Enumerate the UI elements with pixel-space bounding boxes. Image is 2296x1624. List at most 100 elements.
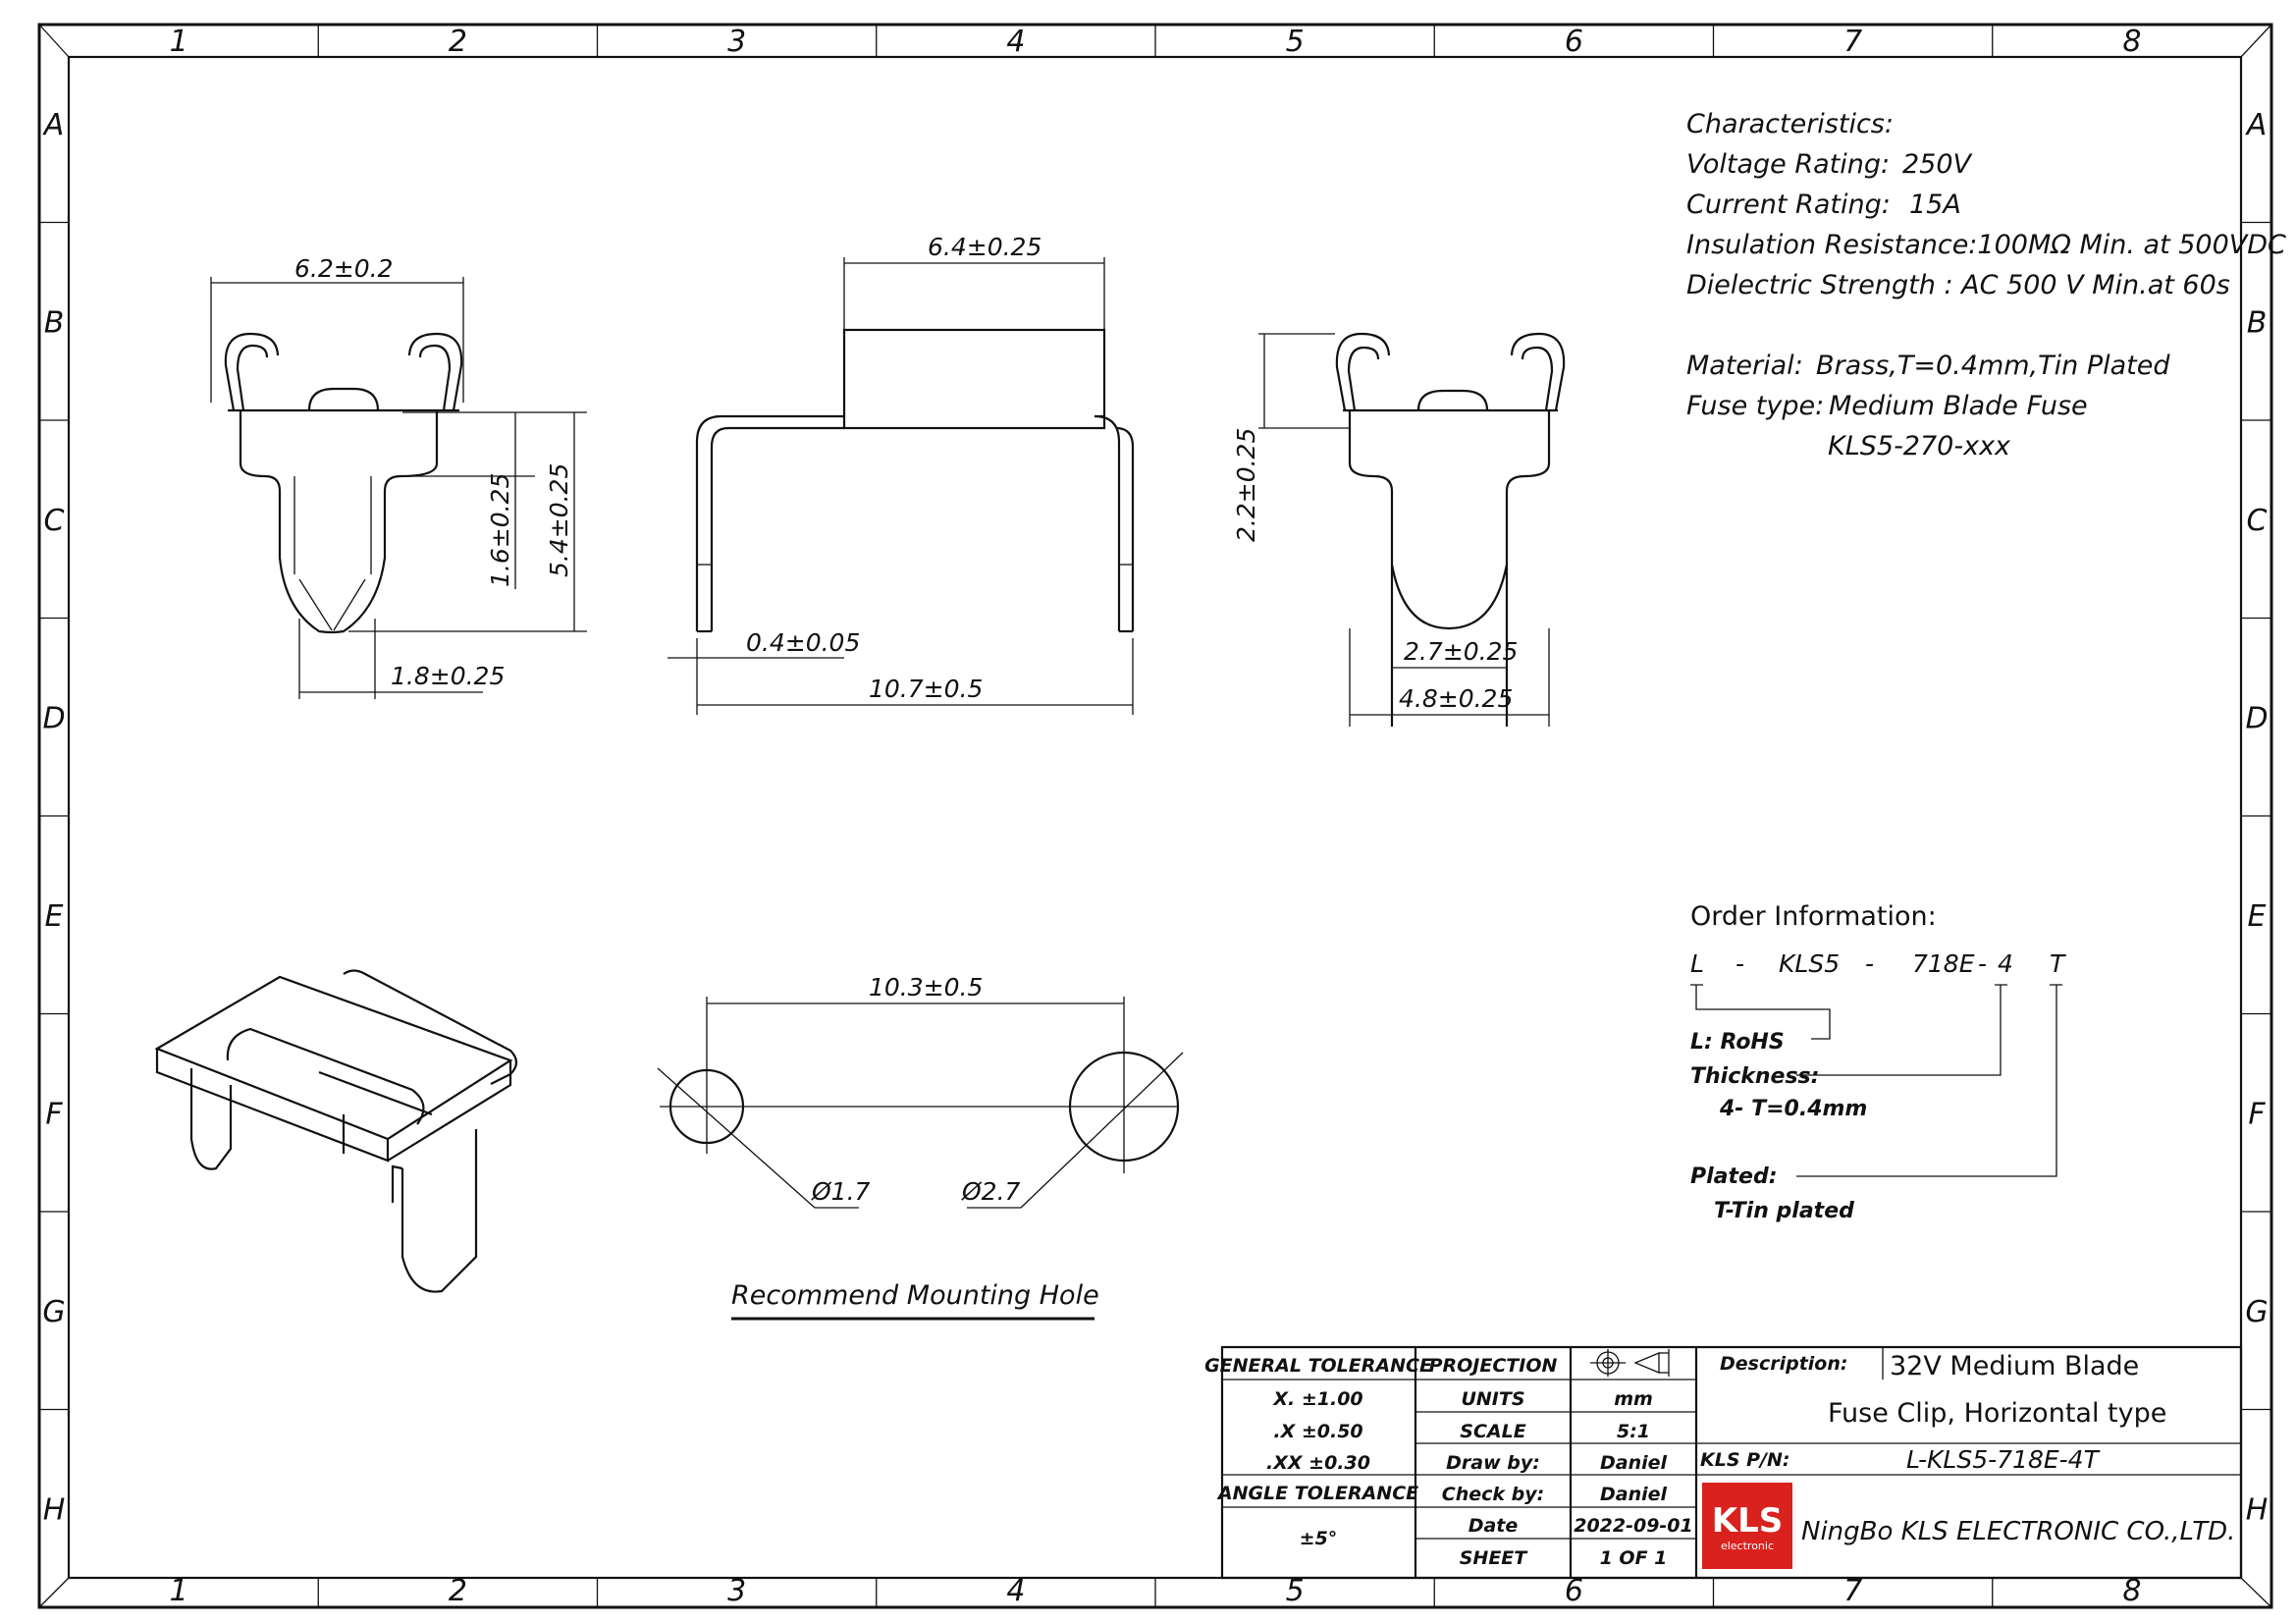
order-code-dash2: -: [1865, 949, 1874, 978]
order-code-l: L: [1690, 949, 1704, 978]
tb-tol-xxx: .XX ±0.30: [1266, 1452, 1370, 1474]
tb-tol-xx: .X ±0.50: [1273, 1421, 1362, 1442]
zone-row-left-F: F: [45, 1097, 63, 1131]
dim-1-8: 1.8±0.25: [391, 662, 505, 690]
isometric-view: [154, 969, 518, 1293]
tb-angle-tolerance: ANGLE TOLERANCE: [1216, 1483, 1418, 1504]
order-code-4: 4: [1998, 949, 2013, 978]
front-view: 6.2±0.2 1.6±0.25 5.4±0.25 1.8±0.25: [210, 254, 587, 699]
zone-col-bottom-6: 6: [1565, 1574, 1583, 1608]
tb-scale-value: 5:1: [1617, 1421, 1650, 1442]
tb-draw-label: Draw by:: [1446, 1452, 1540, 1474]
dim-2-7: 2.7±0.25: [1404, 637, 1518, 666]
voltage-value: 250V: [1902, 149, 1974, 180]
fuse-type-part: KLS5-270-xxx: [1828, 431, 2011, 461]
zone-row-left-B: B: [44, 305, 65, 340]
order-plated-value: T-Tin plated: [1714, 1199, 1854, 1223]
dielectric-line: Dielectric Strength : AC 500 V Min.at 60…: [1686, 270, 2230, 300]
order-code-dash3: -: [1978, 949, 1987, 978]
tb-check-label: Check by:: [1442, 1484, 1544, 1505]
zone-row-left-C: C: [44, 504, 65, 538]
kls-logo: [1702, 1483, 1792, 1569]
zone-row-right-A: A: [2245, 108, 2268, 142]
zone-col-top-2: 2: [449, 25, 467, 59]
zone-col-bottom-8: 8: [2122, 1574, 2141, 1608]
order-heading: Order Information:: [1690, 901, 1937, 932]
tb-description-line2: Fuse Clip, Horizontal type: [1828, 1398, 2166, 1429]
zone-row-right-G: G: [2245, 1295, 2268, 1329]
zone-col-bottom-4: 4: [1006, 1574, 1025, 1608]
zone-col-bottom-7: 7: [1843, 1574, 1862, 1608]
order-code-kls5: KLS5: [1779, 949, 1840, 978]
tb-company: NingBo KLS ELECTRONIC CO.,LTD.: [1801, 1517, 2235, 1546]
kls-logo-sub: electronic: [1721, 1540, 1774, 1552]
zone-col-top-6: 6: [1565, 25, 1583, 59]
dim-1-6: 1.6±0.25: [486, 473, 514, 587]
dim-10-7: 10.7±0.5: [869, 675, 983, 703]
order-plated-label: Plated:: [1690, 1164, 1778, 1189]
zone-row-right-B: B: [2247, 305, 2268, 340]
dim-6-2: 6.2±0.2: [294, 254, 393, 283]
dim-5-4: 5.4±0.25: [545, 463, 573, 577]
zone-col-bottom-5: 5: [1286, 1574, 1305, 1608]
end-view: 2.2±0.25 2.7±0.25 4.8±0.25: [1232, 332, 1566, 727]
fuse-type-value: Medium Blade Fuse: [1829, 391, 2088, 421]
order-thickness-value: 4- T=0.4mm: [1719, 1097, 1867, 1121]
order-thickness-label: Thickness:: [1690, 1064, 1819, 1089]
voltage-label: Voltage Rating:: [1686, 149, 1890, 180]
tb-scale-label: SCALE: [1460, 1421, 1525, 1442]
tb-pn-value: L-KLS5-718E-4T: [1906, 1445, 2101, 1474]
zone-row-left-E: E: [45, 899, 64, 934]
zone-row-left-A: A: [42, 108, 65, 142]
order-code-dash1: -: [1735, 949, 1744, 978]
order-l-rohs: L: RoHS: [1690, 1030, 1785, 1055]
zone-col-bottom-1: 1: [170, 1574, 188, 1608]
current-value: 15A: [1909, 189, 1961, 220]
tb-date-label: Date: [1468, 1515, 1519, 1537]
tb-sheet-value: 1 OF 1: [1600, 1547, 1668, 1569]
zone-row-right-H: H: [2246, 1492, 2269, 1527]
tb-date-value: 2022-09-01: [1574, 1515, 1693, 1537]
current-label: Current Rating:: [1686, 189, 1891, 220]
zone-col-top-5: 5: [1286, 25, 1305, 59]
tb-pn-label: KLS P/N:: [1700, 1449, 1790, 1471]
zone-col-top-1: 1: [170, 25, 188, 59]
dim-4-8: 4.8±0.25: [1399, 684, 1513, 713]
title-block: GENERAL TOLERANCE X. ±1.00 .X ±0.50 .XX …: [1204, 1345, 2243, 1580]
projection-symbol-icon: [1590, 1349, 1670, 1377]
material-label: Material:: [1686, 351, 1803, 381]
zone-row-left-H: H: [43, 1492, 66, 1527]
zone-row-right-C: C: [2247, 504, 2268, 538]
zone-col-top-8: 8: [2122, 25, 2141, 59]
characteristics-notes: Characteristics: Voltage Rating: 250V Cu…: [1686, 109, 2286, 461]
tb-sheet-label: SHEET: [1460, 1547, 1529, 1569]
zone-col-bottom-3: 3: [727, 1574, 746, 1608]
drawing-frame: [37, 23, 2273, 1609]
tb-general-tolerance: GENERAL TOLERANCE: [1204, 1355, 1432, 1377]
dim-hole-small: Ø1.7: [811, 1177, 871, 1206]
order-information: Order Information: L - KLS5 - 718E - 4 T…: [1690, 901, 2066, 1223]
tb-description-label: Description:: [1720, 1353, 1848, 1375]
dim-2-2: 2.2±0.25: [1232, 428, 1260, 542]
insulation-line: Insulation Resistance:100MΩ Min. at 500V…: [1686, 230, 2286, 260]
mounting-hole-view: 10.3±0.5 Ø1.7 Ø2.7 Recommend Mounting Ho…: [657, 973, 1184, 1321]
zone-row-left-D: D: [42, 701, 65, 735]
characteristics-heading: Characteristics:: [1686, 109, 1894, 139]
order-code-718e: 718E: [1912, 949, 1975, 978]
tb-units-value: mm: [1614, 1388, 1653, 1410]
tb-units-label: UNITS: [1461, 1388, 1524, 1410]
tb-tol-x: X. ±1.00: [1272, 1388, 1362, 1410]
tb-description-line1: 32V Medium Blade: [1890, 1351, 2139, 1381]
dim-hole-large: Ø2.7: [961, 1177, 1021, 1206]
tb-projection: PROJECTION: [1429, 1355, 1558, 1377]
mounting-caption: Recommend Mounting Hole: [731, 1280, 1099, 1311]
tb-check-value: Daniel: [1600, 1484, 1668, 1505]
zone-col-top-7: 7: [1843, 25, 1862, 59]
zone-row-left-G: G: [42, 1295, 65, 1329]
zone-col-bottom-2: 2: [449, 1574, 467, 1608]
side-view: 6.4±0.25 0.4±0.05 10.7±0.5: [667, 233, 1135, 715]
material-value: Brass,T=0.4mm,Tin Plated: [1816, 351, 2170, 381]
dim-10-3: 10.3±0.5: [869, 973, 983, 1001]
